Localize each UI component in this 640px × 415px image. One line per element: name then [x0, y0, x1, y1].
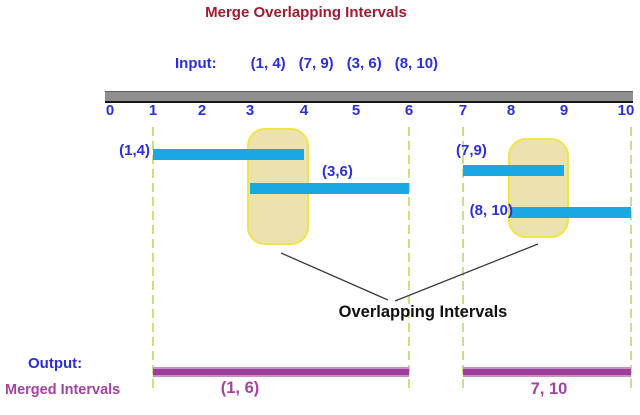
tick-label-6: 6 [404, 102, 414, 119]
tick-label-9: 9 [559, 102, 569, 119]
tick-label-0: 0 [105, 102, 115, 119]
merged-intervals-label: Merged Intervals [5, 382, 121, 398]
tick-label-4: 4 [299, 102, 309, 119]
diagram-title: Merge Overlapping Intervals [205, 4, 407, 21]
interval-label: (3,6) [322, 163, 353, 180]
interval-label: (7,9) [456, 142, 487, 159]
tick-label-2: 2 [197, 102, 207, 119]
number-line-bar [105, 91, 633, 103]
overlap-caption: Overlapping Intervals [338, 303, 508, 321]
input-values: (1, 4) (7, 9) (3, 6) (8, 10) [251, 55, 438, 72]
merged-bar [153, 367, 409, 377]
tick-label-1: 1 [148, 102, 158, 119]
merged-bar [463, 367, 631, 377]
input-interval-value: (8, 10) [394, 55, 439, 72]
interval-label: (8, 10) [469, 202, 513, 219]
connector-line [394, 243, 539, 302]
interval-label: (1,4) [119, 142, 150, 159]
overlap-highlight [508, 138, 569, 238]
interval-bar [463, 165, 564, 176]
input-interval-value: (1, 4) [250, 55, 286, 72]
input-label: Input: [175, 55, 217, 72]
interval-bar [153, 149, 304, 160]
tick-label-7: 7 [458, 102, 468, 119]
merged-bar-label: (1, 6) [220, 379, 260, 397]
interval-bar [511, 207, 631, 218]
connector-line [280, 252, 389, 301]
merged-bar-label: 7, 10 [530, 380, 568, 398]
tick-label-10: 10 [617, 102, 635, 119]
tick-label-5: 5 [351, 102, 361, 119]
interval-bar [250, 183, 409, 194]
input-interval-value: (7, 9) [298, 55, 334, 72]
tick-label-8: 8 [506, 102, 516, 119]
output-label: Output: [28, 355, 83, 372]
tick-label-3: 3 [245, 102, 255, 119]
input-interval-value: (3, 6) [346, 55, 382, 72]
input-row: Input: (1, 4) (7, 9) (3, 6) (8, 10) [175, 55, 438, 72]
